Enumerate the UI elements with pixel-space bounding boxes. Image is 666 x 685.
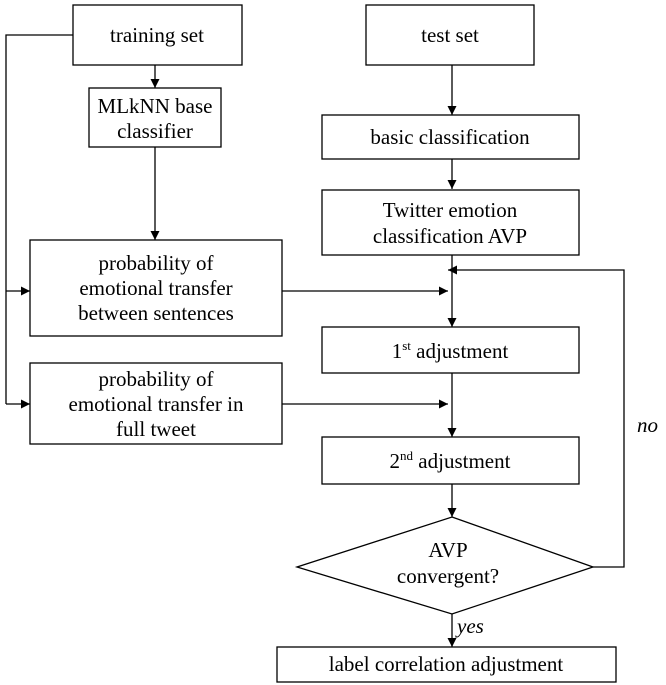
test-set-label: test set: [421, 23, 479, 47]
node-twitter-avp: Twitter emotion classification AVP: [321, 189, 580, 256]
adjustment-2-sup: nd: [400, 448, 414, 463]
twitter-avp-line-2: classification AVP: [373, 224, 527, 248]
mlknn-line-2: classifier: [117, 119, 193, 143]
prob-full-line-1: probability of: [99, 367, 214, 391]
adjustment-1-num: 1: [392, 339, 403, 363]
adjustment-1-rest: adjustment: [411, 339, 509, 363]
decision-line-2: convergent?: [397, 564, 499, 588]
basic-classification-label: basic classification: [370, 125, 530, 149]
adjustment-1-sup: st: [402, 338, 411, 353]
training-set-label: training set: [110, 23, 204, 47]
twitter-avp-line-1: Twitter emotion: [383, 198, 518, 222]
prob-between-line-1: probability of: [99, 251, 214, 275]
edge-label-yes: yes: [455, 614, 484, 638]
decision-line-1: AVP: [428, 538, 467, 562]
label-correlation-label: label correlation adjustment: [329, 652, 564, 676]
adjustment-2-rest: adjustment: [413, 449, 511, 473]
node-label-correlation: label correlation adjustment: [276, 646, 617, 683]
connectors: [5, 34, 625, 647]
node-prob-between: probability of emotional transfer betwee…: [29, 239, 283, 337]
node-mlknn: MLkNN base classifier: [88, 87, 222, 148]
node-training-set: training set: [72, 4, 243, 66]
prob-between-line-2: emotional transfer: [79, 276, 232, 300]
node-adjustment-2: 2nd adjustment: [321, 436, 580, 485]
node-test-set: test set: [365, 4, 535, 66]
edge-label-no: no: [637, 413, 658, 437]
adjustment-2-label: 2nd adjustment: [390, 448, 511, 473]
node-basic-classification: basic classification: [321, 114, 580, 160]
prob-full-line-3: full tweet: [116, 417, 196, 441]
prob-full-line-2: emotional transfer in: [69, 392, 244, 416]
edge-decision-no-loop: [448, 265, 625, 568]
mlknn-line-1: MLkNN base: [98, 94, 213, 118]
node-decision: AVP convergent?: [294, 516, 595, 615]
edge-training-left-branch: [5, 34, 73, 404]
prob-between-line-3: between sentences: [78, 301, 234, 325]
adjustment-2-num: 2: [390, 449, 401, 473]
node-adjustment-1: 1st adjustment: [321, 326, 580, 374]
node-prob-full: probability of emotional transfer in ful…: [29, 362, 283, 445]
adjustment-1-label: 1st adjustment: [392, 338, 509, 363]
